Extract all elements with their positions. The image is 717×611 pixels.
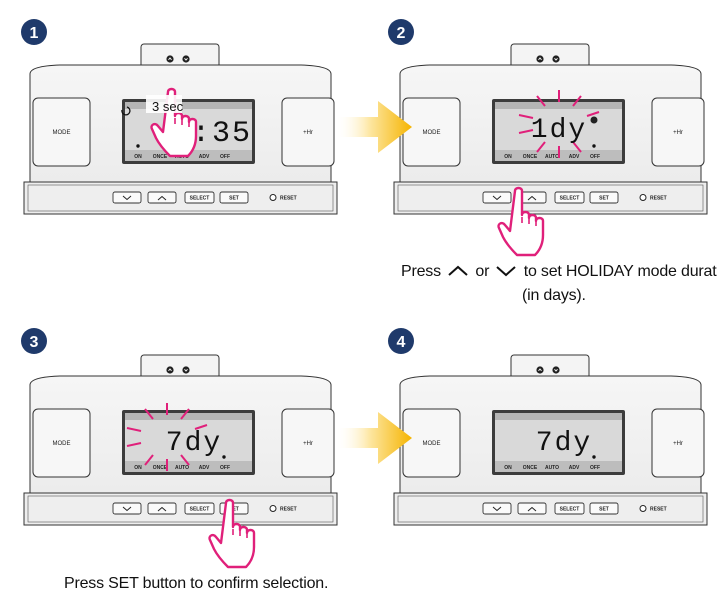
step-badge-2: 2 <box>388 19 414 45</box>
svg-text:ADV: ADV <box>199 154 210 160</box>
select-button[interactable]: SELECT <box>190 507 210 513</box>
step-3: MODE +Hr SELECT SET RESET ON ONCE AUTO A… <box>23 354 338 569</box>
mode-button-label[interactable]: MODE <box>423 441 441 447</box>
svg-text:AUTO: AUTO <box>545 154 559 160</box>
svg-text:ON: ON <box>134 465 142 471</box>
select-button[interactable]: SELECT <box>560 196 580 202</box>
lcd-mode-labels: ON ONCE AUTO ADV OFF <box>134 465 230 471</box>
hr-button-label[interactable]: +Hr <box>673 441 683 447</box>
svg-text:OFF: OFF <box>220 465 230 471</box>
holiday-icon <box>590 116 598 124</box>
lcd-mode-labels: ON ONCE AUTO ADV OFF <box>504 465 600 471</box>
mode-button-label[interactable]: MODE <box>53 130 71 136</box>
set-button[interactable]: SET <box>229 196 239 202</box>
svg-text:ON: ON <box>504 154 512 160</box>
svg-text:ON: ON <box>504 465 512 471</box>
caption-prefix: Press <box>401 263 441 280</box>
step-badge-1: 1 <box>21 19 47 45</box>
svg-text:ADV: ADV <box>199 465 210 471</box>
chevron-down-icon <box>496 266 517 277</box>
reset-label: RESET <box>280 196 297 202</box>
thermostat-2: MODE +Hr SELECT SET RESET ON ONCE AUTO A… <box>393 43 708 215</box>
lcd-indicator-dot <box>592 455 596 459</box>
svg-text:3: 3 <box>30 334 39 351</box>
svg-text:1: 1 <box>30 25 39 42</box>
svg-text:ONCE: ONCE <box>153 465 168 471</box>
lcd-indicator-dot <box>136 144 140 148</box>
step-4: MODE +Hr SELECT SET RESET ON ONCE AUTO A… <box>393 354 708 526</box>
step3-caption: Press SET button to confirm selection. <box>64 575 329 592</box>
lcd-indicator-dot <box>222 455 226 459</box>
press-duration-note: 3 sec <box>152 99 184 114</box>
step2-caption-line2: (in days). <box>522 287 586 304</box>
svg-text:ADV: ADV <box>569 154 580 160</box>
svg-text:AUTO: AUTO <box>545 465 559 471</box>
svg-text:ONCE: ONCE <box>523 154 538 160</box>
svg-text:ADV: ADV <box>569 465 580 471</box>
hr-button-label[interactable]: +Hr <box>303 130 313 136</box>
arrow-right-icon <box>336 412 412 464</box>
svg-text:AUTO: AUTO <box>175 465 189 471</box>
step-2: MODE +Hr SELECT SET RESET ON ONCE AUTO A… <box>393 43 708 257</box>
set-button[interactable]: SET <box>599 507 609 513</box>
svg-text:OFF: OFF <box>590 154 600 160</box>
lcd-display: 1dy <box>531 115 587 146</box>
select-button[interactable]: SELECT <box>190 196 210 202</box>
step-1: MODE +Hr SELECT SET RESET ON ONCE AUTO A… <box>23 43 338 215</box>
svg-text:4: 4 <box>397 334 406 351</box>
set-button[interactable]: SET <box>599 196 609 202</box>
svg-text:ONCE: ONCE <box>523 465 538 471</box>
mode-button-label[interactable]: MODE <box>423 130 441 136</box>
hr-button-label[interactable]: +Hr <box>303 441 313 447</box>
lcd-display: 7dy <box>536 428 592 459</box>
step-badge-3: 3 <box>21 328 47 354</box>
reset-label: RESET <box>650 507 667 513</box>
lcd-display: 7dy <box>166 428 222 459</box>
clock-icon <box>121 106 131 116</box>
select-button[interactable]: SELECT <box>560 507 580 513</box>
caption-or: or <box>475 263 490 280</box>
lcd-indicator-dot <box>592 144 596 148</box>
caption-suffix: to set HOLIDAY mode duration <box>523 263 717 280</box>
svg-text:ON: ON <box>134 154 142 160</box>
arrow-right-icon <box>336 101 412 153</box>
thermostat-3: MODE +Hr SELECT SET RESET ON ONCE AUTO A… <box>23 354 338 526</box>
reset-label: RESET <box>650 196 667 202</box>
chevron-up-icon <box>448 265 468 276</box>
step-badge-4: 4 <box>388 328 414 354</box>
step2-caption: Press or to set HOLIDAY mode duration <box>401 263 717 281</box>
svg-text:OFF: OFF <box>220 154 230 160</box>
lcd-mode-labels: ON ONCE AUTO ADV OFF <box>504 154 600 160</box>
thermostat-4: MODE +Hr SELECT SET RESET ON ONCE AUTO A… <box>393 354 708 526</box>
svg-text:2: 2 <box>397 25 406 42</box>
mode-button-label[interactable]: MODE <box>53 441 71 447</box>
svg-text:ONCE: ONCE <box>153 154 168 160</box>
hr-button-label[interactable]: +Hr <box>673 130 683 136</box>
svg-text:OFF: OFF <box>590 465 600 471</box>
reset-label: RESET <box>280 507 297 513</box>
